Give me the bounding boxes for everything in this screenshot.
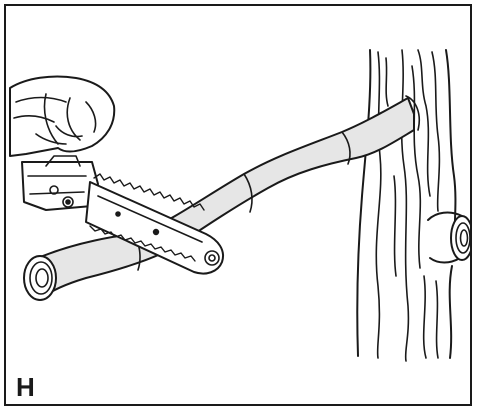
branch-stub [427,211,470,264]
figure-frame: H [4,4,472,406]
chainsaw-cutting-branch-illustration [9,49,470,362]
figure-label: H [16,372,35,402]
chainsaw [9,75,224,275]
branch [23,95,421,301]
